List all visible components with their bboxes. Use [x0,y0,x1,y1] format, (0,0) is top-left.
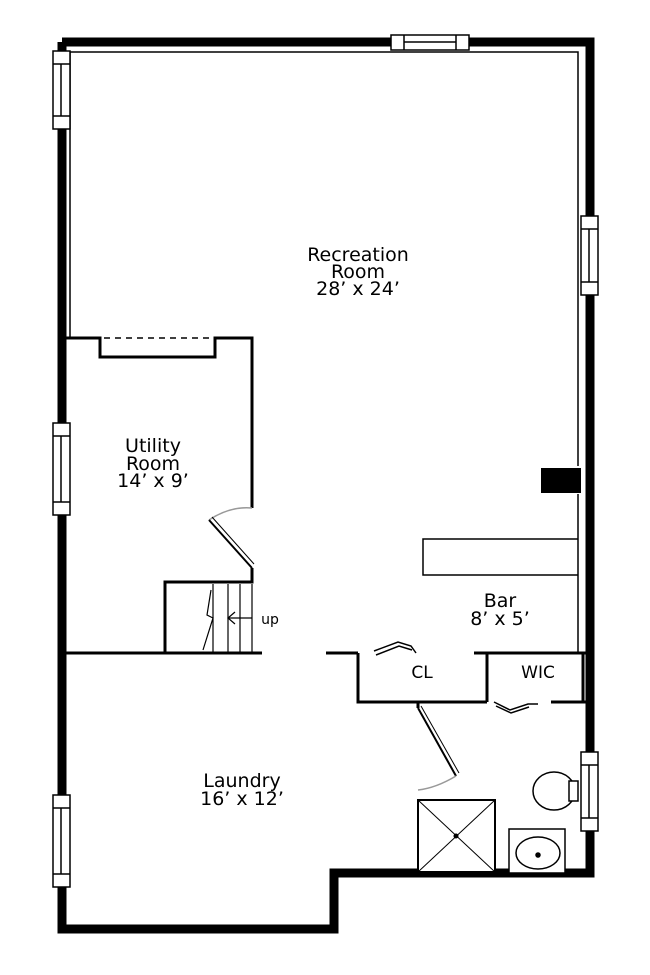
laundry-label: Laundry 16’ x 12’ [200,770,284,810]
closet-label: CL [411,663,433,683]
toilet [532,771,579,811]
shower [417,799,496,873]
wic-door [493,701,538,714]
sink [508,828,566,874]
fireplace-block [541,468,581,493]
svg-text:Recreation: Recreation [307,244,409,266]
window-right-1 [580,215,599,296]
utility-room-walls [66,336,262,655]
svg-text:28’ x 24’: 28’ x 24’ [316,278,400,300]
window-left-2 [52,422,71,516]
closet-door [373,641,417,656]
recreation-room-label: Recreation Room 28’ x 24’ [307,244,409,300]
utility-room-label: Utility Room 14’ x 9’ [117,435,189,492]
utility-door [208,507,255,569]
svg-text:Utility: Utility [125,435,181,457]
middle-walls [326,651,590,704]
wic-label: WIC [521,663,555,683]
bathroom [416,702,579,874]
svg-text:Room: Room [331,261,385,283]
svg-text:Bar: Bar [484,590,517,612]
windows [52,34,599,888]
svg-text:8’ x 5’: 8’ x 5’ [470,608,530,630]
stairs [202,584,253,653]
svg-text:16’ x 12’: 16’ x 12’ [200,788,284,810]
stairs-up-label: up [261,612,279,628]
exterior-walls [57,37,595,934]
svg-text:14’ x 9’: 14’ x 9’ [117,470,189,492]
svg-text:Room: Room [126,453,180,475]
bar-label: Bar 8’ x 5’ [470,590,530,630]
window-right-2 [580,751,599,832]
inner-wall-lines [69,51,579,653]
window-top [390,34,470,51]
window-left-1 [52,50,71,130]
bar-counter [422,468,581,576]
window-left-3 [52,794,71,888]
svg-text:Laundry: Laundry [203,770,280,792]
